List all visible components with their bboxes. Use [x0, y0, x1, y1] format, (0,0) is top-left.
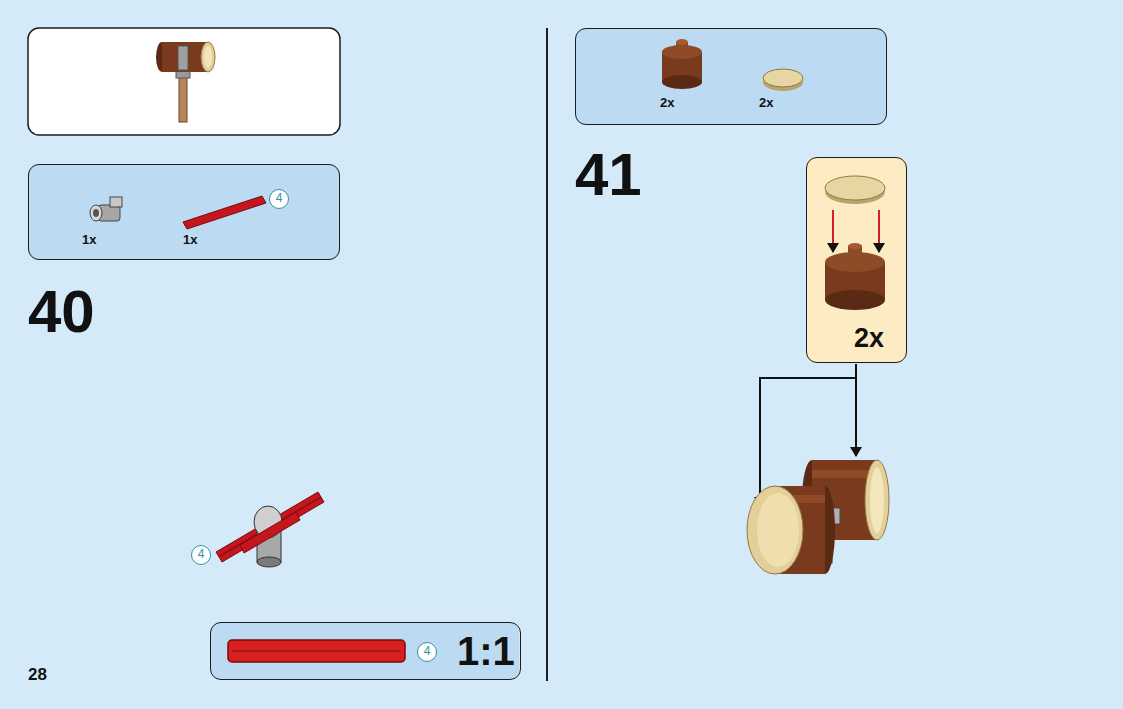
sub-assembly-callout: 2x	[806, 157, 907, 363]
callout-parts	[825, 176, 885, 310]
callout-number: 4	[192, 546, 210, 563]
axle-scale	[228, 640, 405, 662]
result-panel	[28, 28, 340, 135]
step41-assembly	[747, 460, 889, 574]
scale-box: 1:1 4	[210, 622, 521, 680]
quantity: 2x	[660, 96, 674, 109]
quantity: 1x	[183, 233, 197, 246]
quantity: 2x	[854, 325, 884, 352]
quantity: 2x	[759, 96, 773, 109]
page-divider	[546, 28, 548, 681]
connector-part	[90, 197, 122, 221]
parts-list-box: 2x 2x	[575, 28, 887, 125]
scale-panel-fill	[210, 622, 519, 680]
callout-number: 4	[417, 642, 437, 662]
parts-panel-fill	[575, 28, 887, 125]
scale-label: 1:1	[457, 631, 515, 671]
page-number: 28	[28, 666, 47, 683]
red-axle-part	[183, 196, 266, 229]
step-number: 41	[575, 145, 642, 205]
callout-fill	[806, 157, 907, 363]
round-brick-part	[662, 39, 702, 89]
hammer-model	[156, 42, 215, 122]
round-tile-part	[763, 69, 803, 91]
callout-number: 4	[269, 189, 289, 209]
step-number: 40	[28, 282, 95, 342]
parts-panel-fill	[28, 164, 340, 260]
quantity: 1x	[82, 233, 96, 246]
step40-assembly	[216, 492, 324, 567]
callout-number: 4	[418, 643, 436, 660]
callout-number: 4	[191, 545, 211, 565]
callout-number: 4	[270, 190, 288, 207]
parts-list-box: 1x 1x 4	[28, 164, 340, 260]
